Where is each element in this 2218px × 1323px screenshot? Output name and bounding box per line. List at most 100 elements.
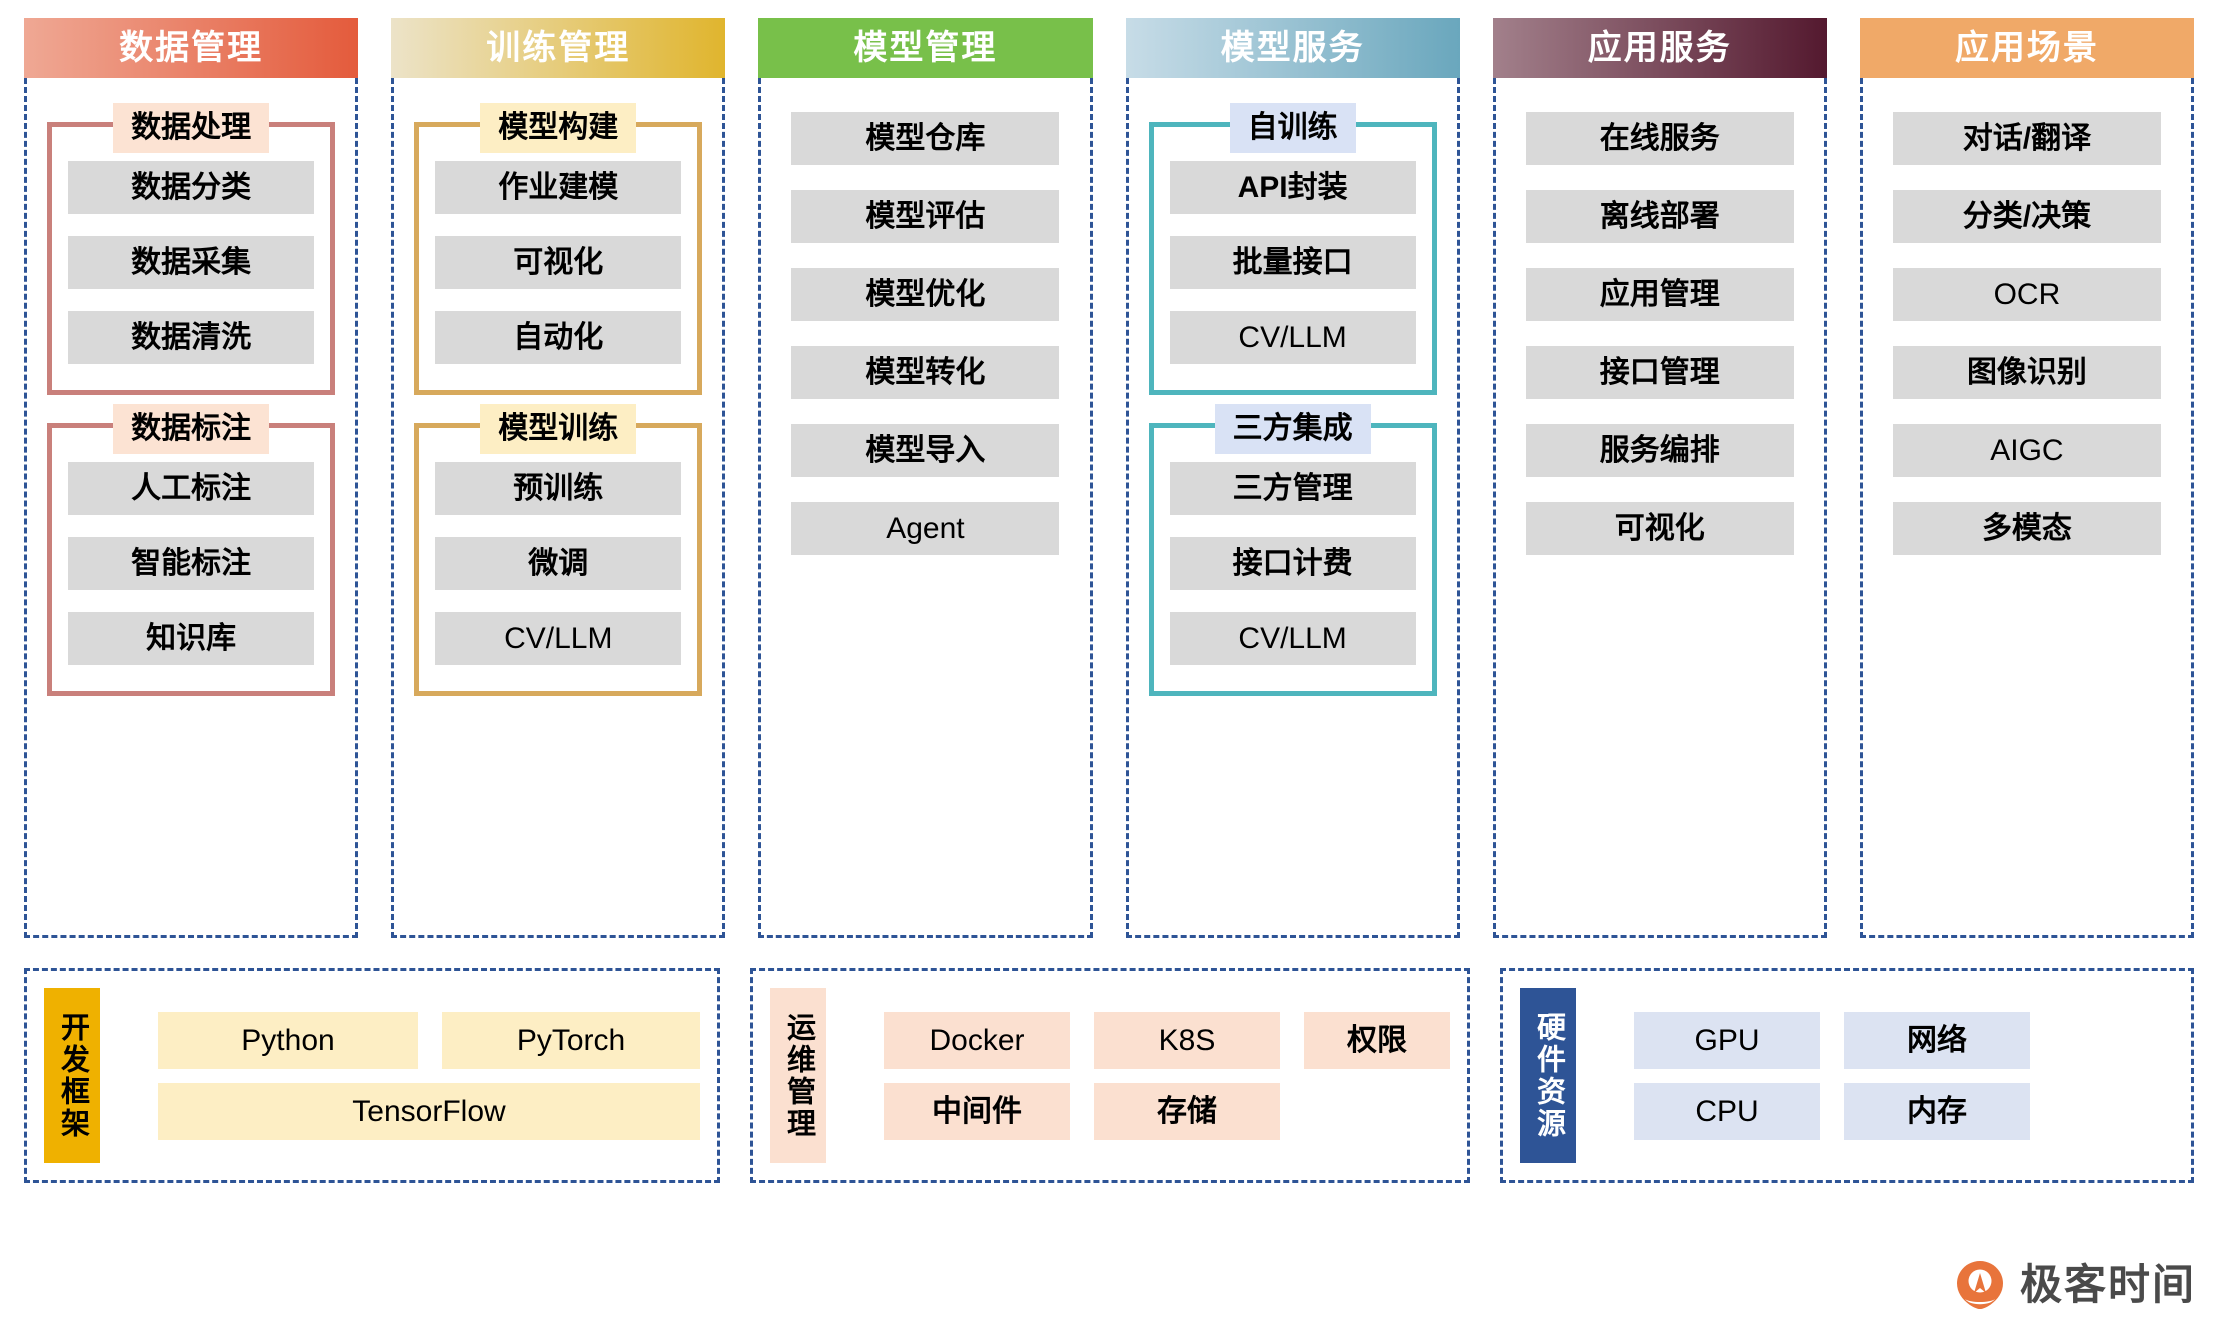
infra-chip-row: GPU 网络 [1634,1011,2174,1069]
pillar-item[interactable]: 三方管理 [1169,462,1416,515]
pillar-body: 自训练 API封装批量接口 CV/LLM 三方集成三方管理接口计费 CV/LLM [1125,78,1460,938]
pillar-item[interactable]: 模型仓库 [791,112,1060,165]
pillar-header[interactable]: 训练管理 [391,18,726,78]
infra-chip[interactable]: Docker [884,1011,1070,1069]
sub-group-title[interactable]: 自训练 [1229,103,1356,153]
pillar-item[interactable]: 对话/翻译 [1892,112,2161,165]
sub-group: 数据处理数据分类数据采集数据清洗 [47,103,336,395]
pillar-item[interactable]: 图像识别 [1892,346,2161,399]
pillar-item[interactable]: 数据清洗 [68,311,315,364]
pillar-column-2: 训练管理模型构建作业建模可视化自动化模型训练预训练微调 CV/LLM [391,18,726,938]
infra-chip[interactable]: PyTorch [442,1011,700,1069]
pillar-item[interactable]: 分类/决策 [1892,190,2161,243]
pillar-item[interactable]: CV/LLM [1169,311,1416,364]
pillar-item[interactable]: 微调 [435,537,682,590]
pillar-item[interactable]: OCR [1892,268,2161,321]
brand-logo: 极客时间 [1954,1259,2196,1311]
pillar-columns: 数据管理数据处理数据分类数据采集数据清洗数据标注人工标注智能标注知识库训练管理模… [24,18,2195,938]
sub-group-title[interactable]: 模型训练 [480,404,637,454]
pillar-item[interactable]: API封装 [1169,161,1416,214]
infra-chip[interactable]: 网络 [1844,1011,2030,1069]
brand-name: 极客时间 [2019,1261,2196,1308]
infra-chip-row: TensorFlow [158,1082,700,1140]
pillar-item[interactable]: 多模态 [1892,502,2161,555]
pillar-body: 在线服务离线部署应用管理接口管理服务编排可视化 [1492,78,1827,938]
infra-panel-3: 硬件资源 GPU 网络 CPU 内存 [1500,968,2194,1183]
pillar-column-3: 模型管理模型仓库模型评估模型优化模型转化模型导入 Agent [758,18,1093,938]
infra-chip-row: 中间件存储 [884,1082,1450,1140]
pillar-header[interactable]: 模型管理 [758,18,1093,78]
infra-chip[interactable]: 中间件 [884,1082,1070,1140]
infra-panel-label[interactable]: 硬件资源 [1520,988,1576,1163]
pillar-item[interactable]: 模型转化 [791,346,1060,399]
infra-chip-row: Python PyTorch [158,1011,700,1069]
sub-group: 三方集成三方管理接口计费 CV/LLM [1148,404,1437,696]
geektime-pin-icon [1954,1259,2006,1311]
pillar-column-6: 应用场景对话/翻译分类/决策 OCR 图像识别 AIGC 多模态 [1859,18,2195,938]
pillar-item[interactable]: 模型评估 [791,190,1060,243]
pillar-column-4: 模型服务自训练 API封装批量接口 CV/LLM 三方集成三方管理接口计费 CV/LLM [1125,18,1460,938]
pillar-item[interactable]: 作业建模 [435,161,682,214]
infra-chip[interactable]: 存储 [1094,1082,1280,1140]
sub-group: 模型构建作业建模可视化自动化 [414,103,703,395]
pillar-item-list: 对话/翻译分类/决策 OCR 图像识别 AIGC 多模态 [1883,100,2171,555]
pillar-item[interactable]: 模型导入 [791,424,1060,477]
pillar-item[interactable]: 可视化 [435,236,682,289]
pillar-item[interactable]: 智能标注 [68,537,315,590]
pillar-column-1: 数据管理数据处理数据分类数据采集数据清洗数据标注人工标注智能标注知识库 [24,18,359,938]
pillar-item-list: 在线服务离线部署应用管理接口管理服务编排可视化 [1516,100,1804,555]
pillar-item[interactable]: 自动化 [435,311,682,364]
pillar-item[interactable]: 离线部署 [1525,190,1794,243]
pillar-item[interactable]: CV/LLM [435,612,682,665]
pillar-header[interactable]: 数据管理 [24,18,359,78]
sub-group: 自训练 API封装批量接口 CV/LLM [1148,103,1437,395]
pillar-item[interactable]: 接口管理 [1525,346,1794,399]
pillar-item[interactable]: CV/LLM [1169,612,1416,665]
pillar-item[interactable]: Agent [791,502,1060,555]
sub-group-title[interactable]: 模型构建 [480,103,637,153]
infra-chip[interactable]: Python [158,1011,418,1069]
pillar-body: 模型仓库模型评估模型优化模型转化模型导入 Agent [758,78,1093,938]
infra-panel-label[interactable]: 运维管理 [770,988,826,1163]
pillar-item[interactable]: 预训练 [435,462,682,515]
pillar-item-list: 模型仓库模型评估模型优化模型转化模型导入 Agent [781,100,1069,555]
pillar-item[interactable]: 人工标注 [68,462,315,515]
pillar-body: 对话/翻译分类/决策 OCR 图像识别 AIGC 多模态 [1859,78,2195,938]
pillar-item[interactable]: 数据采集 [68,236,315,289]
pillar-body: 模型构建作业建模可视化自动化模型训练预训练微调 CV/LLM [391,78,726,938]
infra-chip[interactable]: GPU [1634,1011,1820,1069]
infra-chip[interactable]: 内存 [1844,1082,2030,1140]
infra-chip[interactable]: 权限 [1304,1011,1450,1069]
infra-panel-label[interactable]: 开发框架 [44,988,100,1163]
pillar-column-5: 应用服务在线服务离线部署应用管理接口管理服务编排可视化 [1492,18,1827,938]
infra-chip[interactable]: CPU [1634,1082,1820,1140]
sub-group-title[interactable]: 数据标注 [113,404,270,454]
pillar-item[interactable]: 应用管理 [1525,268,1794,321]
pillar-header[interactable]: 应用服务 [1492,18,1827,78]
pillar-item[interactable]: 知识库 [68,612,315,665]
sub-group-title[interactable]: 数据处理 [113,103,270,153]
infra-chip-grid: Docker K8S 权限中间件存储 [826,988,1450,1163]
pillar-item[interactable]: 数据分类 [68,161,315,214]
pillar-item[interactable]: 可视化 [1525,502,1794,555]
infra-chip[interactable]: TensorFlow [158,1082,700,1140]
infra-chip[interactable]: K8S [1094,1011,1280,1069]
sub-group-title[interactable]: 三方集成 [1214,404,1371,454]
pillar-item[interactable]: 服务编排 [1525,424,1794,477]
infra-panel-2: 运维管理 Docker K8S 权限中间件存储 [750,968,1470,1183]
pillar-item[interactable]: 在线服务 [1525,112,1794,165]
infra-chip-grid: GPU 网络 CPU 内存 [1576,988,2174,1163]
sub-group: 数据标注人工标注智能标注知识库 [47,404,336,696]
pillar-item[interactable]: 模型优化 [791,268,1060,321]
pillar-item[interactable]: AIGC [1892,424,2161,477]
pillar-body: 数据处理数据分类数据采集数据清洗数据标注人工标注智能标注知识库 [24,78,359,938]
pillar-item[interactable]: 批量接口 [1169,236,1416,289]
pillar-header[interactable]: 应用场景 [1859,18,2195,78]
pillar-item[interactable]: 接口计费 [1169,537,1416,590]
infra-chip-row: Docker K8S 权限 [884,1011,1450,1069]
pillar-header[interactable]: 模型服务 [1125,18,1460,78]
